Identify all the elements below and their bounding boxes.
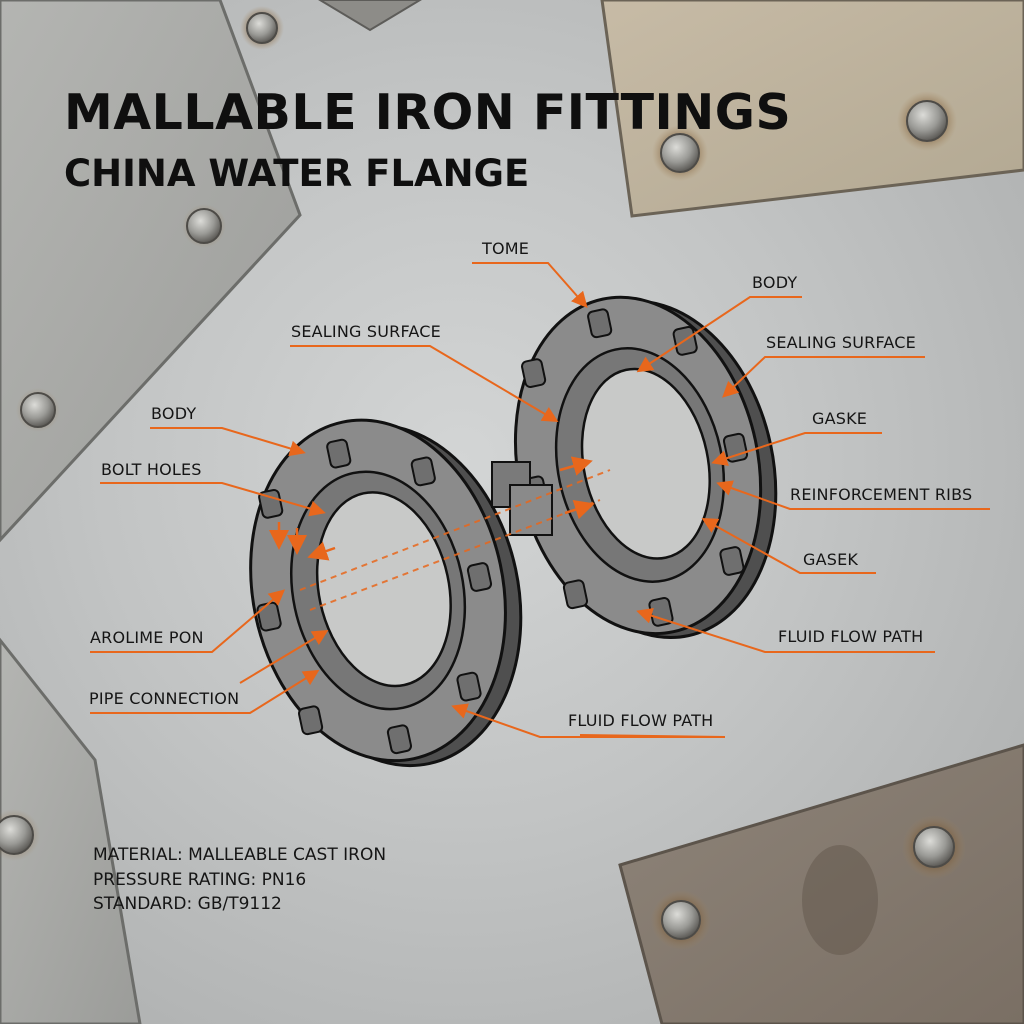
spec-pressure-rating: PRESSURE RATING: PN16 [93, 869, 307, 890]
right-flange [513, 295, 778, 639]
label-sealing-surface-center: SEALING SURFACE [291, 322, 441, 341]
label-body-left: BODY [151, 404, 197, 423]
label-fluid-flow-path-right: FLUID FLOW PATH [778, 627, 924, 646]
subtitle: CHINA WATER FLANGE [64, 152, 530, 195]
label-arolime-pon: AROLIME PON [90, 628, 204, 647]
spec-material: MATERIAL: MALLEABLE CAST IRON [93, 845, 387, 865]
label-reinforcement-ribs: REINFORCEMENT RIBS [790, 485, 973, 504]
label-fluid-flow-path-center: FLUID FLOW PATH [568, 711, 714, 730]
label-body-right: BODY [752, 273, 798, 292]
gasket-block [491, 461, 553, 536]
label-gasek: GASEK [803, 550, 859, 569]
label-gaske: GASKE [812, 409, 868, 428]
specifications: MATERIAL: MALLEABLE CAST IRON PRESSURE R… [93, 843, 386, 917]
main-title: MALLABLE IRON FITTINGS [64, 84, 792, 141]
spec-standard: STANDARD: GB/T9112 [93, 894, 282, 914]
label-bolt-holes: BOLT HOLES [101, 460, 202, 479]
label-pipe-connection: PIPE CONNECTION [89, 689, 240, 708]
label-sealing-surface-right: SEALING SURFACE [766, 333, 916, 352]
left-flange [249, 418, 523, 768]
label-tome: TOME [482, 239, 530, 258]
